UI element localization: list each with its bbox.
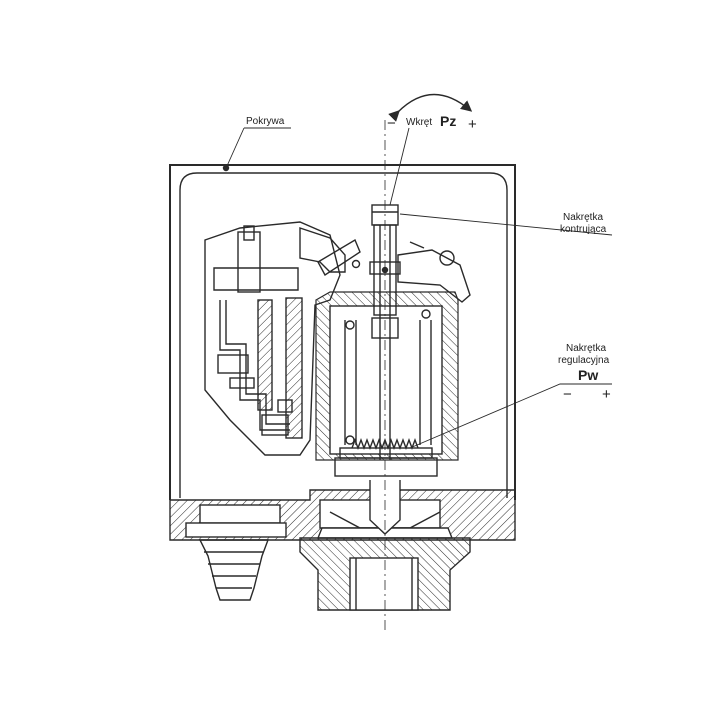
locknut-label-line1: Nakrętka <box>563 212 603 223</box>
screw-leader <box>389 127 410 206</box>
locknut-label-line2: kontrująca <box>560 224 607 235</box>
right-lever <box>351 241 471 303</box>
base-plate <box>169 480 516 541</box>
switch-mechanism <box>204 221 361 456</box>
adjnut-label-line2: regulacyjna <box>558 355 610 366</box>
screw-minus-sign: − <box>387 115 396 132</box>
adjusting-nut <box>334 438 438 477</box>
screw-label-code: Pz <box>440 113 456 129</box>
locknut-leader <box>399 213 613 236</box>
cable-gland <box>198 539 270 601</box>
screw-label-prefix: Wkręt <box>406 117 432 128</box>
rotation-arrow <box>388 93 473 122</box>
adjnut-leader <box>409 383 612 449</box>
spring-cage <box>315 291 459 461</box>
cover-leader-diag <box>226 127 245 167</box>
adjnut-label-line1: Nakrętka <box>566 343 606 354</box>
adjnut-label-code: Pw <box>578 367 598 383</box>
adj-minus-sign: − <box>563 386 572 403</box>
screw-plus-sign: + <box>468 116 477 133</box>
cover-housing <box>169 164 516 500</box>
adj-plus-sign: + <box>602 386 611 403</box>
cover-label: Pokrywa <box>246 116 285 127</box>
